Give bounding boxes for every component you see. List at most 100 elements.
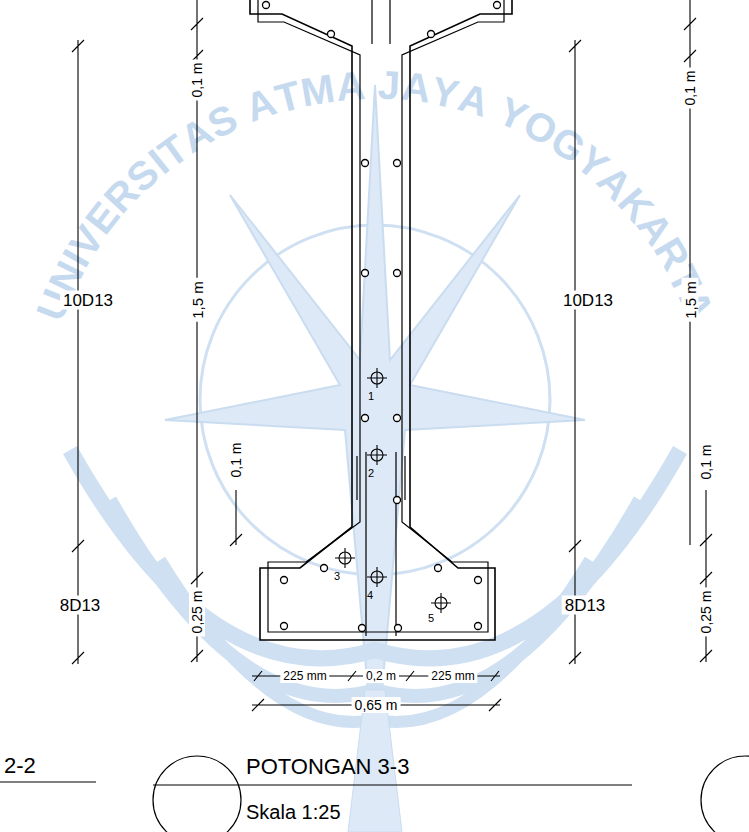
rebar-bar xyxy=(281,577,288,584)
watermark-letter: E xyxy=(79,195,127,241)
watermark-letter: Y xyxy=(570,139,616,187)
rebar-bar xyxy=(359,625,366,632)
watermark-letter xyxy=(366,65,378,105)
watermark-letter: A xyxy=(454,76,493,123)
strain-gauge-marker xyxy=(367,445,387,465)
rebar-bar xyxy=(394,270,401,277)
dimension-label: 0,25 m xyxy=(698,588,714,637)
strain-gauge-marker xyxy=(335,548,355,568)
strain-gauge-marker xyxy=(367,368,387,388)
title-frame xyxy=(0,781,96,782)
watermark-letter: K xyxy=(612,181,661,229)
watermark-letter xyxy=(482,85,506,126)
watermark-letter: Y xyxy=(428,70,462,115)
stirrup xyxy=(258,0,504,636)
strain-gauge-marker xyxy=(367,567,387,587)
watermark-letter: I xyxy=(56,244,96,274)
watermark-logo xyxy=(70,85,680,832)
watermark-letter: A xyxy=(334,65,366,107)
dimension-line xyxy=(230,490,242,546)
callout-number: 2 xyxy=(368,468,374,479)
callout-number: 4 xyxy=(367,590,373,601)
rebar-bar xyxy=(428,31,435,38)
rebar-label: 8D13 xyxy=(57,596,104,615)
section-mark: 2-2 xyxy=(4,755,36,777)
watermark-letter: Y xyxy=(492,90,532,137)
dimension-label: 0,65 m xyxy=(352,697,401,713)
rebar-bar xyxy=(362,270,369,277)
rebar-bar xyxy=(362,415,369,422)
watermark-letter: A xyxy=(240,81,281,128)
rebar-bar xyxy=(494,2,501,9)
dimension-line xyxy=(569,40,581,664)
rebar-bar xyxy=(435,565,442,572)
title-frame xyxy=(153,784,632,785)
callout-number: 5 xyxy=(428,613,434,624)
rebar-label: 10D13 xyxy=(60,291,116,310)
callout-number: 1 xyxy=(368,391,374,402)
dimension-line xyxy=(252,699,501,711)
watermark-logo xyxy=(70,450,680,658)
rebar-label: 10D13 xyxy=(560,291,616,310)
watermark-letter: R xyxy=(647,232,696,277)
rebar-bar xyxy=(321,565,328,572)
dimension-line xyxy=(252,671,500,681)
watermark-letter: V xyxy=(62,219,110,263)
rebar-bar xyxy=(394,497,401,504)
watermark-letter: R xyxy=(97,171,146,219)
dimension-label: 0,25 m xyxy=(189,588,205,637)
strain-gauge-marker xyxy=(431,593,451,613)
watermark-letter xyxy=(228,92,254,133)
watermark-letter: U xyxy=(30,284,78,325)
rebar-bar xyxy=(394,415,401,422)
callout-number: 3 xyxy=(334,571,340,582)
rebar-bar xyxy=(475,577,482,584)
concrete-outline xyxy=(250,0,512,640)
dimension-line xyxy=(684,0,696,545)
watermark-letter: T xyxy=(271,74,305,119)
dimension-label: 0,1 m xyxy=(698,441,714,482)
watermark-letter: S xyxy=(202,97,244,145)
watermark-letter: O xyxy=(517,102,563,152)
rebar-bar xyxy=(263,2,501,632)
watermark-letter: T xyxy=(151,127,194,174)
watermark-letter: J xyxy=(377,65,401,106)
dimension-label: 1,5 m xyxy=(189,278,206,322)
watermark-letter: N xyxy=(41,255,90,299)
stirrup xyxy=(357,456,405,500)
strain-gauge-marker xyxy=(335,368,451,613)
watermark-letter: M xyxy=(298,67,338,112)
watermark-letter: I xyxy=(141,143,175,181)
dimension-label: 225 mm xyxy=(280,669,329,683)
rebar-bar xyxy=(328,31,335,38)
watermark-letter: A xyxy=(673,284,721,325)
stirrup xyxy=(366,452,396,636)
dimension-label: 0,2 m xyxy=(363,669,399,683)
scale-label: Skala 1:25 xyxy=(246,802,341,822)
watermark-letter: A xyxy=(591,158,640,207)
rebar-bar xyxy=(263,2,270,9)
dimension-line xyxy=(72,40,84,664)
rebar-bar xyxy=(395,625,402,632)
dimension-label: 0,1 m xyxy=(228,439,244,480)
rebar-label: 8D13 xyxy=(562,596,609,615)
rebar-bar xyxy=(394,160,401,167)
title-frame xyxy=(153,756,241,832)
dimension-line xyxy=(72,0,712,711)
concrete-outline xyxy=(250,0,512,640)
section-title: POTONGAN 3-3 xyxy=(246,756,409,778)
dimension-line xyxy=(700,490,712,662)
rebar-bar xyxy=(362,160,369,167)
watermark-logo xyxy=(165,85,585,770)
dimension-label: 225 mm xyxy=(428,669,477,683)
dimension-line xyxy=(191,0,203,662)
rebar-bar xyxy=(281,623,288,630)
stirrup xyxy=(258,0,504,632)
watermark-letter: S xyxy=(119,151,166,199)
dimension-label: 0,1 m xyxy=(189,59,205,100)
stirrup xyxy=(372,0,390,44)
title-frame xyxy=(0,756,749,832)
